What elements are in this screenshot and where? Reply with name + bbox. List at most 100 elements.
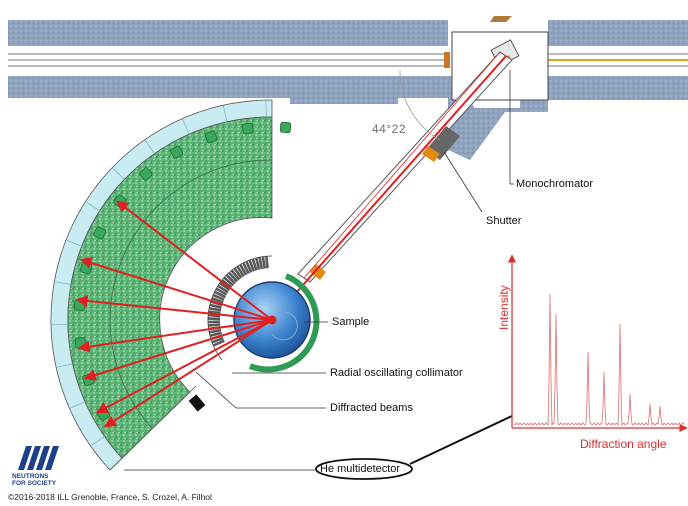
incident-beam-inner — [303, 51, 501, 279]
ill-logo — [18, 446, 59, 470]
collimator-blade — [258, 256, 264, 270]
collimator-blade — [208, 328, 222, 334]
collimator-label: Radial oscillating collimator — [330, 367, 463, 379]
collimator-blade — [236, 265, 245, 278]
collimator-blade — [212, 339, 225, 347]
collimator-blade — [213, 290, 226, 299]
diffracted-beam — [95, 319, 273, 414]
detector-cell-divider — [91, 435, 106, 446]
detector-cell-divider — [57, 363, 74, 368]
diffracted-beams-label: Diffracted beams — [330, 402, 413, 414]
diffracted-beam — [79, 257, 273, 321]
shutter-label: Shutter — [486, 215, 522, 227]
sample-ring — [248, 273, 320, 373]
detector-cell-divider — [70, 400, 87, 409]
leader-diffracted — [195, 371, 237, 409]
collimator-outer-edge — [207, 255, 273, 361]
detector-inner-arc — [109, 159, 273, 429]
detector-bottom-edge — [109, 385, 197, 471]
detector-cell-divider — [86, 201, 101, 212]
collimator-blade — [209, 303, 222, 309]
logo-bar-3 — [36, 446, 50, 470]
collimator-blade — [254, 257, 261, 270]
logo-bar-2 — [27, 446, 41, 470]
incident-beam — [271, 55, 507, 321]
logo-line-2: FOR SOCIETY — [12, 480, 57, 487]
collimator-blade — [208, 310, 221, 315]
diffracted-beam — [116, 200, 273, 321]
guide-end-plug — [444, 52, 450, 68]
detector-cell-divider — [55, 281, 73, 286]
collimator-blade — [219, 281, 231, 291]
neutron-guide — [8, 16, 688, 160]
logo-text: NEUTRONS FOR SOCIETY — [12, 473, 56, 487]
detector-cell — [242, 122, 254, 135]
diffracted-beam — [103, 319, 273, 428]
shutter-orange — [422, 146, 440, 162]
collimator-blade — [261, 256, 266, 269]
collimator-blade — [208, 306, 222, 312]
detector-cell — [170, 145, 184, 159]
collimator-blade — [215, 287, 228, 296]
monochromator-label: Monochromator — [516, 178, 594, 190]
beam-stop — [188, 394, 206, 412]
detector-cell — [80, 262, 93, 275]
logo-bar-1 — [18, 446, 32, 470]
detector-cell — [93, 226, 107, 240]
diffraction-plot — [507, 254, 688, 433]
collimator-blade — [217, 284, 229, 294]
top-cap — [490, 16, 512, 22]
sample-label: Sample — [332, 316, 370, 328]
collimator-blade — [208, 323, 221, 327]
collimator-blade — [211, 296, 224, 304]
copyright: ©2016-2018 ILL Grenoble, France, S. Croz… — [8, 492, 212, 502]
guide-top-wall — [8, 20, 448, 46]
detector-callout-ellipse — [315, 458, 413, 480]
angle-label: 44°22 — [372, 122, 406, 136]
diffracted-beam — [75, 295, 273, 321]
detector-bank — [50, 99, 292, 471]
rotation-arrow — [271, 311, 298, 341]
collimator-blade — [212, 293, 225, 301]
collimator-blade — [209, 331, 222, 337]
collimator-blade — [208, 313, 221, 318]
detector-cell-divider — [144, 140, 156, 155]
collimator-blade — [223, 276, 234, 287]
detector-cell-divider — [182, 118, 190, 135]
collimator-blade — [228, 271, 239, 283]
diffracted-beam — [77, 319, 273, 353]
diffraction-pattern — [513, 293, 685, 427]
collimator-blade — [211, 336, 224, 344]
guide-top-wall-right — [548, 20, 688, 46]
logo-line-1: NEUTRONS — [12, 473, 49, 480]
angle-arc — [399, 69, 441, 141]
monochromator-housing-bottom — [448, 76, 548, 160]
detector-cell-divider — [66, 240, 83, 247]
callout-connector — [409, 415, 513, 465]
leader-shutter — [443, 151, 483, 213]
collimator-blade — [239, 263, 248, 276]
collimator-blade — [230, 269, 241, 281]
diffracted-beams — [75, 200, 273, 428]
plot-y-label: Intensity — [497, 285, 511, 330]
detector-cell-divider — [222, 105, 228, 123]
collimator-blade — [242, 262, 250, 275]
guide-bottom-wall — [8, 76, 448, 104]
collimator-blade — [248, 259, 256, 272]
detector-cell — [204, 130, 218, 144]
detector-cell — [279, 121, 292, 134]
detector-label: He multidetector — [320, 463, 401, 475]
plot-x-label: Diffraction angle — [580, 437, 667, 451]
logo-bar-4 — [45, 446, 59, 470]
diffracted-beam — [83, 319, 273, 381]
collimator-blade — [225, 274, 236, 285]
collimator-blade — [233, 267, 243, 279]
detector-cell-divider — [112, 168, 126, 181]
guide-bottom-wall-right — [548, 76, 688, 100]
collimator-blade — [245, 260, 253, 273]
detector-cell — [139, 167, 153, 181]
collimator-blade — [251, 258, 258, 271]
incident-beam-arm — [271, 51, 513, 321]
